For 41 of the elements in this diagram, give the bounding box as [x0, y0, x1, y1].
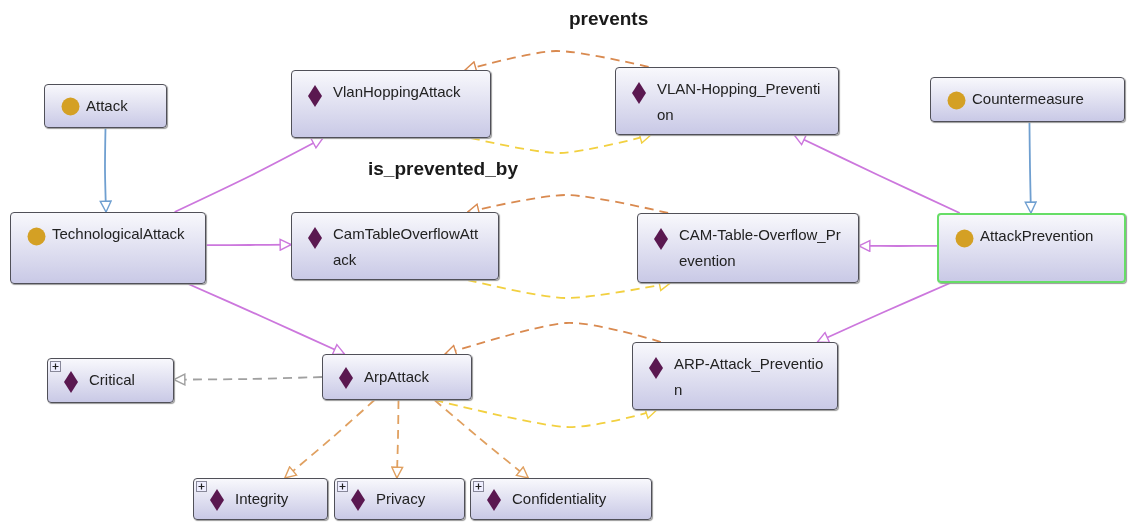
- dashed-arrow: [433, 399, 530, 479]
- class-box: [937, 213, 1126, 283]
- individual-box: [47, 358, 174, 403]
- arrow: [173, 137, 324, 213]
- arrow: [858, 239, 938, 253]
- individual-box: [291, 212, 499, 280]
- node-label: Confidentiality: [512, 488, 608, 509]
- node-label: Countermeasure: [972, 89, 1085, 109]
- class-box: [930, 77, 1125, 122]
- individual-box: [334, 478, 465, 520]
- node-label: ArpAttack: [364, 366, 431, 387]
- arrow: [793, 134, 961, 214]
- node-label: Privacy: [376, 488, 427, 509]
- class-box: [10, 212, 206, 284]
- node-label: VlanHoppingAttack: [333, 82, 462, 102]
- node-label: Critical: [89, 370, 136, 390]
- individual-box: [470, 478, 652, 520]
- individual-box: [615, 67, 839, 135]
- node-label: Attack: [86, 95, 129, 116]
- individual-box: [193, 478, 328, 520]
- dashed-arrow: [283, 399, 376, 479]
- dashed-arrow: [173, 373, 323, 386]
- arrow: [1024, 121, 1037, 214]
- node-label: VLAN-Hopping_Prevention: [657, 79, 822, 125]
- arrow: [205, 238, 292, 251]
- node-label: CamTableOverflowAttack: [333, 224, 480, 270]
- node-label: CAM-Table-Overflow_Prevention: [679, 225, 842, 271]
- arrow: [816, 282, 952, 344]
- arrow: [187, 283, 346, 356]
- individual-box: [632, 342, 838, 410]
- class-box: [44, 84, 167, 128]
- individual-box: [322, 354, 472, 400]
- node-label: ARP-Attack_Prevention: [674, 354, 825, 400]
- individual-box: [291, 70, 491, 138]
- node-label: AttackPrevention: [980, 226, 1095, 246]
- arrow: [99, 127, 112, 213]
- node-label: Integrity: [235, 488, 290, 509]
- dashed-arrow: [466, 279, 672, 299]
- node-label: TechnologicalAttack: [52, 224, 186, 244]
- dashed-arrow: [391, 399, 404, 479]
- individual-box: [637, 213, 859, 283]
